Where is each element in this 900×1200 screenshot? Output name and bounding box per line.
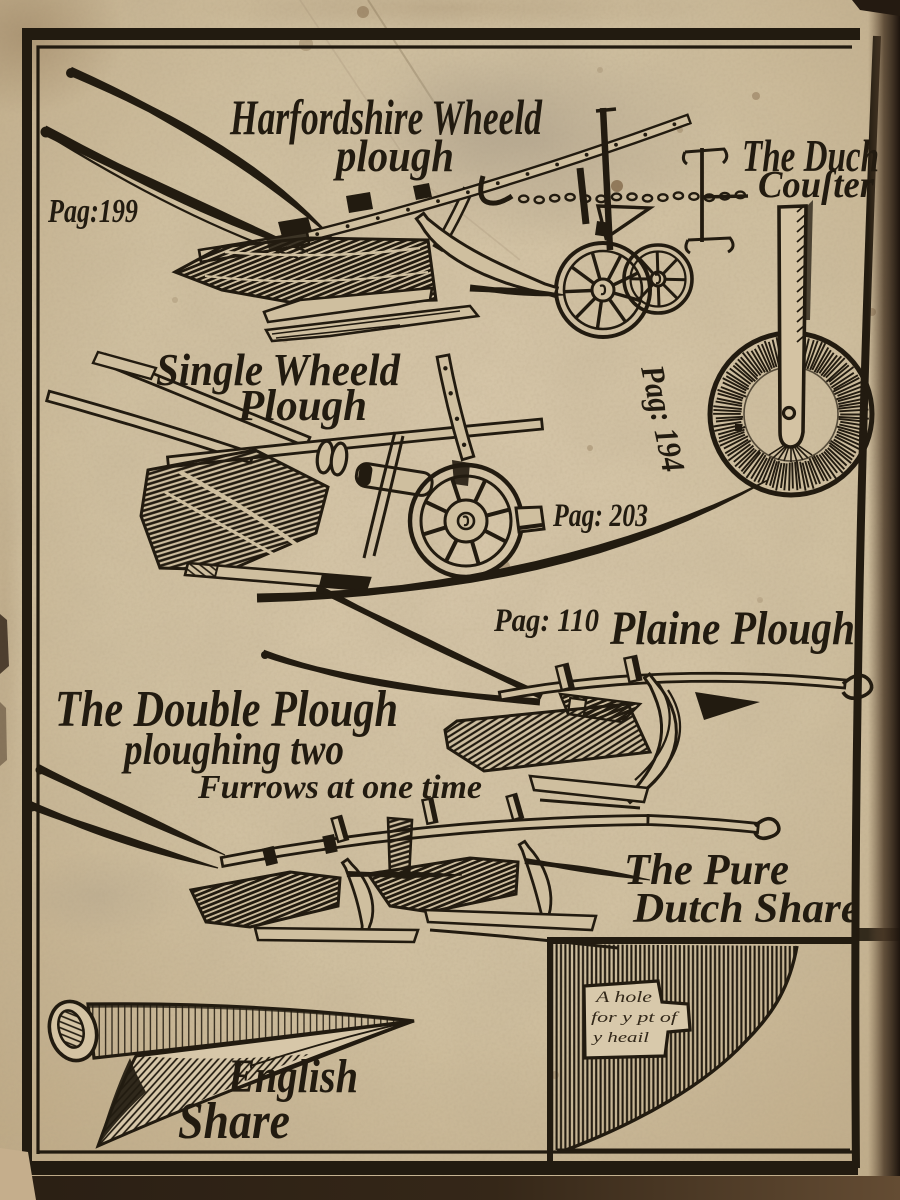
svg-text:The Duch: The Duch: [742, 131, 879, 181]
svg-text:English: English: [227, 1050, 358, 1103]
svg-text:The Double Plough: The Double Plough: [55, 681, 398, 738]
svg-text:ploughing two: ploughing two: [121, 725, 344, 774]
svg-text:Single Wheeld: Single Wheeld: [156, 344, 401, 395]
svg-text:Plough: Plough: [237, 381, 367, 430]
svg-text:Pag: 203: Pag: 203: [552, 498, 648, 534]
svg-text:Dutch Share: Dutch Share: [632, 886, 860, 932]
svg-text:y heail: y heail: [590, 1030, 649, 1046]
svg-text:Plaine Plough: Plaine Plough: [609, 602, 855, 655]
svg-text:plough: plough: [332, 130, 454, 181]
svg-text:Pag: 110: Pag: 110: [493, 603, 599, 639]
svg-text:Furrows at one time: Furrows at one time: [197, 769, 482, 806]
svg-text:Harfordshire Wheeld: Harfordshire Wheeld: [229, 89, 542, 145]
svg-text:Pag:199: Pag:199: [47, 193, 138, 230]
svg-text:Share: Share: [178, 1093, 290, 1150]
svg-text:A hole: A hole: [595, 989, 652, 1006]
svg-text:for y pt of: for y pt of: [591, 1010, 680, 1026]
svg-text:The Pure: The Pure: [624, 845, 789, 894]
svg-text:Couſter: Couſter: [758, 164, 875, 206]
